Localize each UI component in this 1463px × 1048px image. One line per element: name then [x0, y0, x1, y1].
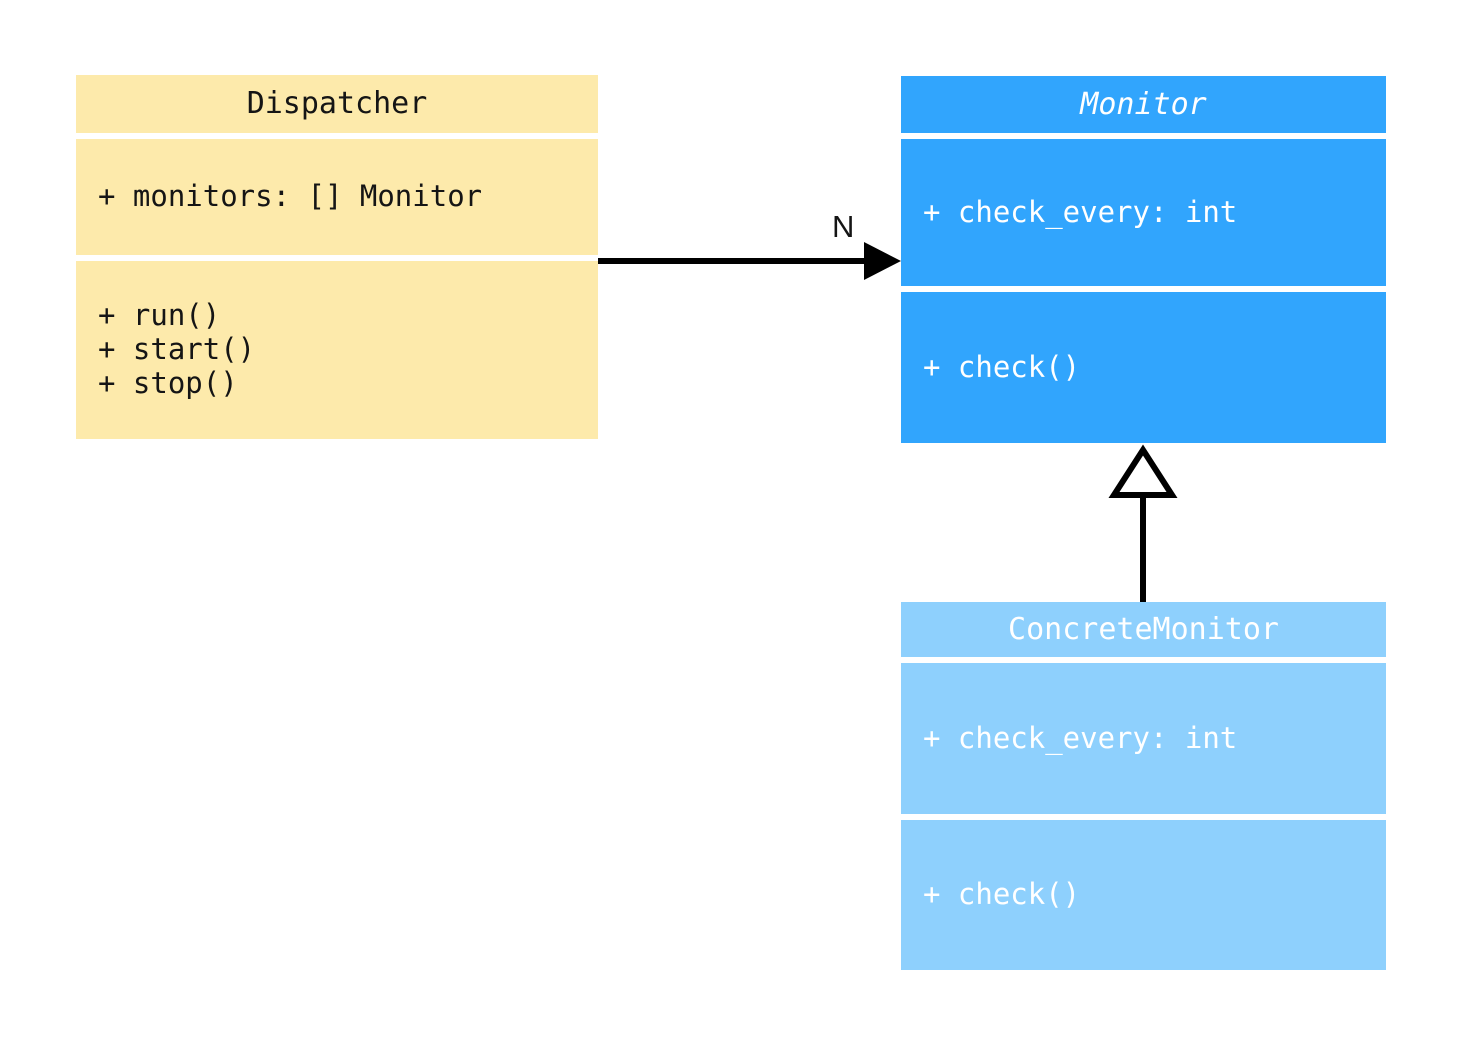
dispatcher-attribute-monitors: + monitors: [] Monitor: [98, 179, 483, 214]
dispatcher-methods-compartment: + run() + start() + stop(): [76, 261, 598, 439]
class-box-monitor[interactable]: Monitor + check_every: int + check(): [901, 76, 1386, 443]
generalization-hollow-triangle-icon: [1108, 444, 1178, 498]
dispatcher-attributes-compartment: + monitors: [] Monitor: [76, 139, 598, 255]
concrete-monitor-attributes-compartment: + check_every: int: [901, 663, 1386, 814]
association-arrowhead-icon: [864, 242, 901, 280]
dispatcher-class-name: Dispatcher: [246, 86, 428, 122]
concrete-monitor-method-check: + check(): [923, 877, 1081, 912]
dispatcher-title-compartment: Dispatcher: [76, 75, 598, 133]
association-dispatcher-to-monitor: [598, 242, 901, 280]
monitor-title-compartment: Monitor: [901, 76, 1386, 133]
association-multiplicity-label: N: [832, 209, 855, 244]
class-box-concrete-monitor[interactable]: ConcreteMonitor + check_every: int + che…: [901, 602, 1386, 970]
generalization-concrete-monitor-to-monitor: [1108, 444, 1178, 602]
monitor-method-check: + check(): [923, 349, 1081, 384]
dispatcher-methods-list: + run() + start() + stop(): [98, 298, 256, 400]
concrete-monitor-methods-compartment: + check(): [901, 820, 1386, 970]
monitor-class-name: Monitor: [1080, 86, 1207, 122]
monitor-attribute-check-every: + check_every: int: [923, 194, 1238, 229]
concrete-monitor-attribute-check-every: + check_every: int: [923, 720, 1238, 755]
monitor-attributes-compartment: + check_every: int: [901, 139, 1386, 286]
class-box-dispatcher[interactable]: Dispatcher + monitors: [] Monitor + run(…: [76, 75, 598, 445]
concrete-monitor-title-compartment: ConcreteMonitor: [901, 602, 1386, 657]
concrete-monitor-class-name: ConcreteMonitor: [1008, 611, 1279, 647]
monitor-methods-compartment: + check(): [901, 292, 1386, 443]
